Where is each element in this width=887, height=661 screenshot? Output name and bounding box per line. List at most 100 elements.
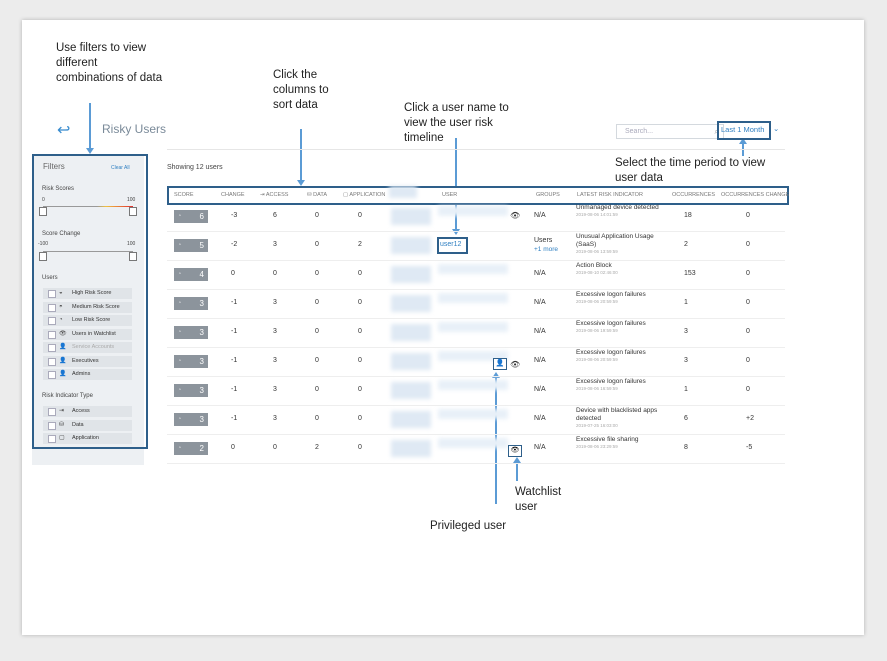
user-link[interactable] xyxy=(438,380,508,390)
score-change-slider[interactable] xyxy=(43,251,133,252)
col-occurrences-change[interactable]: OCCURRENCES CHANGE xyxy=(721,192,790,198)
filter-option-label: Users in Watchlist xyxy=(72,330,116,337)
back-arrow-icon[interactable]: ↩ xyxy=(57,122,71,139)
period-dropdown[interactable]: Last 1 Month ⌄ xyxy=(721,124,779,134)
clear-all-link[interactable]: Clear All xyxy=(111,165,130,171)
col-latest-risk-indicator[interactable]: LATEST RISK INDICATOR xyxy=(577,192,643,198)
score-value: 3 xyxy=(199,328,204,337)
score-value: 5 xyxy=(199,241,204,250)
score-badge: ◔3 xyxy=(174,413,208,426)
slider-handle[interactable] xyxy=(129,207,137,216)
filter-option[interactable]: ▢Application xyxy=(43,433,132,444)
change-value: -1 xyxy=(231,328,238,335)
filter-option[interactable]: ⛁Data xyxy=(43,419,132,431)
col-access[interactable]: ⇥ ACCESS xyxy=(260,192,289,198)
user-link[interactable] xyxy=(438,409,508,419)
risk-indicator-date: 2019-08-06 16:59:59 xyxy=(576,386,618,391)
filter-option[interactable]: ◓Medium Risk Score xyxy=(43,301,132,313)
filter-option-label: Low Risk Score xyxy=(72,317,111,323)
filter-option[interactable]: 👤Service Accounts xyxy=(43,342,132,353)
groups-value: N/A xyxy=(534,444,546,451)
checkbox[interactable] xyxy=(48,371,56,379)
filter-option[interactable]: ◒High Risk Score xyxy=(43,288,132,299)
user-link[interactable] xyxy=(438,206,508,216)
slider-handle[interactable] xyxy=(39,207,47,216)
annotation-filters: Use filters to view different combinatio… xyxy=(56,41,162,86)
blurred-header-cell xyxy=(389,186,417,198)
gauge-low-icon: ◔ xyxy=(59,317,63,323)
annotation-line: Click a user name to xyxy=(404,102,509,114)
user-link[interactable]: user12 xyxy=(440,241,462,248)
user-link[interactable] xyxy=(438,438,508,448)
user-link-highlight-box xyxy=(437,237,468,254)
search-input[interactable]: Search... ⌕ xyxy=(616,124,724,139)
filter-option[interactable]: ⇥Access xyxy=(43,406,132,417)
gauge-medium-icon: ◓ xyxy=(59,303,63,310)
filter-option[interactable]: ◔ Low Risk Score xyxy=(43,315,132,326)
arrow-line xyxy=(455,138,457,230)
col-groups[interactable]: GROUPS xyxy=(536,192,560,198)
checkbox[interactable] xyxy=(48,303,56,312)
filter-option[interactable]: 👤Admins xyxy=(43,369,132,380)
checkbox[interactable] xyxy=(48,357,56,366)
data-value: 0 xyxy=(315,270,319,277)
user-link[interactable] xyxy=(438,264,508,274)
period-highlight-box xyxy=(717,121,771,140)
user-link[interactable] xyxy=(438,322,508,332)
slider-handle[interactable] xyxy=(129,252,137,261)
col-data[interactable]: ⛁ DATA xyxy=(307,192,327,198)
groups-more-link[interactable]: +1 more xyxy=(534,246,559,253)
watchlist-eye-icon: 👁 xyxy=(510,211,521,220)
user-link[interactable] xyxy=(438,351,508,361)
application-value: 0 xyxy=(358,386,362,393)
access-value: 3 xyxy=(273,386,277,393)
score-value: 4 xyxy=(199,270,204,279)
checkbox[interactable] xyxy=(48,421,56,430)
risk-indicator-date: 2019-08-06 23:29:59 xyxy=(576,444,618,449)
filter-option[interactable]: 👁 Users in Watchlist xyxy=(43,328,132,340)
checkbox[interactable] xyxy=(48,330,56,339)
checkbox[interactable] xyxy=(48,408,56,416)
risk-indicator-date: 2019-07-25 16:03:00 xyxy=(576,423,618,428)
slider-handle[interactable] xyxy=(39,252,47,261)
risk-scores-slider[interactable] xyxy=(43,206,133,207)
col-user[interactable]: USER xyxy=(442,192,458,198)
checkbox[interactable] xyxy=(48,290,56,298)
score-change-label: Score Change xyxy=(42,231,81,237)
checkbox[interactable] xyxy=(48,435,56,443)
eye-icon: 👁 xyxy=(59,330,67,337)
gauge-icon: ◔ xyxy=(178,387,182,393)
col-occurrences[interactable]: OCCURRENCES xyxy=(672,192,716,198)
filter-option-label: Executives xyxy=(72,357,99,364)
admin-icon: 👤 xyxy=(59,371,67,377)
filter-option[interactable]: 👤Executives xyxy=(43,355,132,367)
score-value: 3 xyxy=(199,386,204,395)
gauge-icon: ◔ xyxy=(178,445,182,451)
access-value: 3 xyxy=(273,415,277,422)
score-badge: ◔3 xyxy=(174,297,208,310)
checkbox[interactable] xyxy=(48,344,56,352)
col-score[interactable]: SCORE xyxy=(174,192,194,198)
checkbox[interactable] xyxy=(48,317,56,325)
col-application[interactable]: ▢ APPLICATION xyxy=(343,192,386,198)
user-link[interactable] xyxy=(438,293,508,303)
filters-highlight-box xyxy=(32,154,148,449)
col-change[interactable]: CHANGE xyxy=(221,192,245,198)
change-value: -1 xyxy=(231,357,238,364)
filter-option-label: Service Accounts xyxy=(72,344,115,350)
occurrences-change-value: 0 xyxy=(746,270,750,277)
